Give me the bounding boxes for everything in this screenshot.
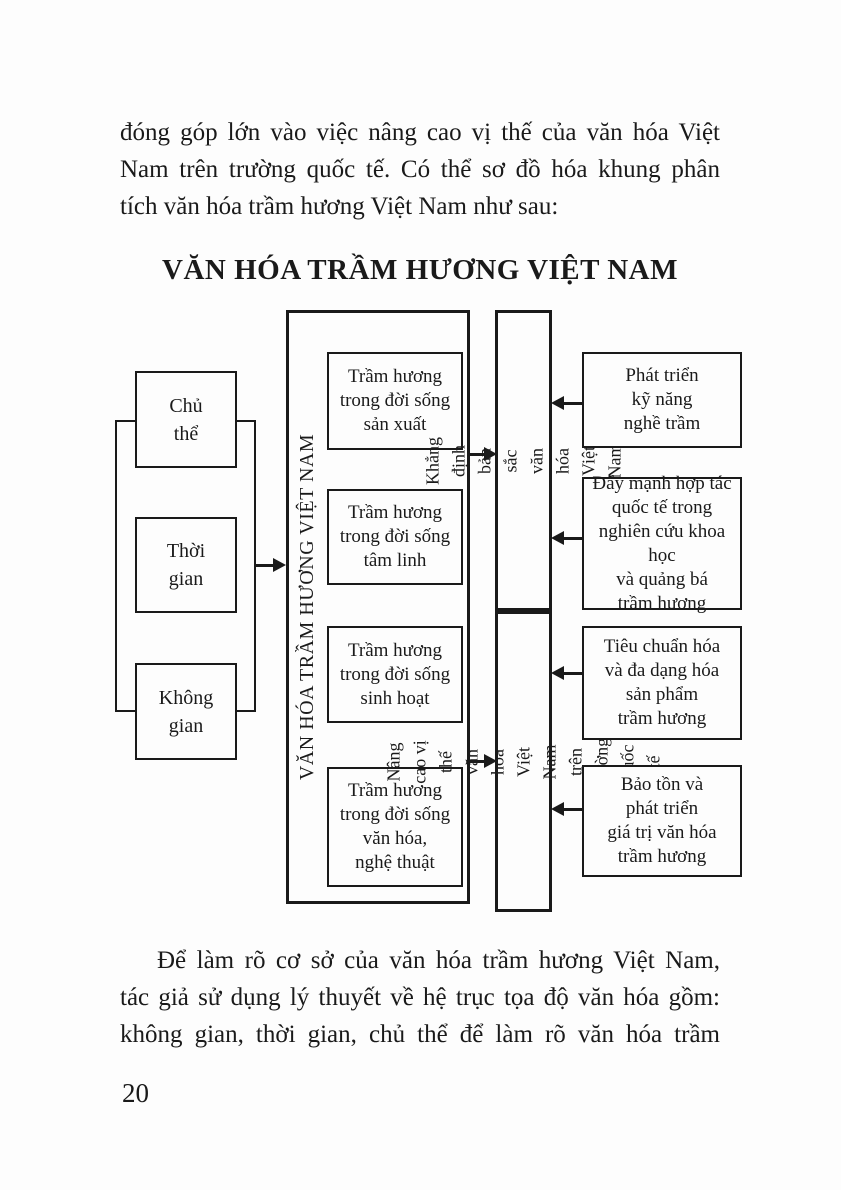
page-number: 20 xyxy=(122,1078,149,1108)
input-box-khong-gian: Không gian xyxy=(135,663,237,760)
arrow-shaft xyxy=(562,672,582,675)
paragraph-line: Để làm rõ cơ sở của văn hóa trầm hương V… xyxy=(157,947,720,974)
outcome-box-ban-sac: Khẳng định bản sắc văn hóa Việt Nam xyxy=(423,310,625,611)
aspect-box-tam-linh: Trầm hương trong đời sống tâm linh xyxy=(327,489,463,585)
aspect-box-van-hoa-nghe-thuat: Trầm hương trong đời sống văn hóa, nghệ … xyxy=(327,767,463,887)
input-box-thoi-gian: Thời gian xyxy=(135,517,237,613)
arrow-shaft xyxy=(562,537,582,540)
arrow-measure-1-to-outcome-1 xyxy=(551,395,582,411)
arrow-measure-4-to-outcome-2 xyxy=(551,801,582,817)
paragraph-line: Nam trên trường quốc tế. Có thể sơ đồ hó… xyxy=(120,156,720,183)
core-label-vertical: VĂN HÓA TRẦM HƯƠNG VIỆT NAM xyxy=(286,310,328,904)
paragraph-line: tác giả sử dụng lý thuyết về hệ trục tọa… xyxy=(120,984,720,1011)
arrow-measure-3-to-outcome-2 xyxy=(551,665,582,681)
arrow-head-icon xyxy=(551,531,564,545)
arrow-core-to-outcome-2 xyxy=(468,753,497,769)
measure-box-ky-nang: Phát triển kỹ năng nghề trầm xyxy=(582,352,742,448)
core-label-text: VĂN HÓA TRẦM HƯƠNG VIỆT NAM xyxy=(296,433,319,781)
measure-box-hop-tac: Đẩy mạnh hợp tác quốc tế trong nghiên cứ… xyxy=(582,473,742,614)
measure-box-bao-ton: Bảo tồn và phát triển giá trị văn hóa tr… xyxy=(582,765,742,877)
arrow-inputs-to-core xyxy=(255,557,286,573)
arrow-shaft xyxy=(468,760,486,763)
input-box-chu-the: Chủ thể xyxy=(135,371,237,468)
arrow-shaft xyxy=(255,564,275,567)
arrow-head-icon xyxy=(551,802,564,816)
arrow-head-icon xyxy=(484,754,497,768)
paragraph-line: đóng góp lớn vào việc nâng cao vị thế củ… xyxy=(120,119,720,146)
paragraph-line: không gian, thời gian, chủ thể để làm rõ… xyxy=(120,1021,720,1048)
top-paragraph: đóng góp lớn vào việc nâng cao vị thế củ… xyxy=(120,114,720,225)
arrow-shaft xyxy=(562,402,582,405)
paragraph-line: tích văn hóa trầm hương Việt Nam như sau… xyxy=(120,193,559,220)
bottom-paragraph: Để làm rõ cơ sở của văn hóa trầm hương V… xyxy=(120,942,720,1053)
arrow-shaft xyxy=(468,453,486,456)
arrow-head-icon xyxy=(551,396,564,410)
arrow-core-to-outcome-1 xyxy=(468,446,497,462)
aspect-box-san-xuat: Trầm hương trong đời sống sản xuất xyxy=(327,352,463,450)
arrow-shaft xyxy=(562,808,582,811)
measure-box-tieu-chuan: Tiêu chuẩn hóa và đa dạng hóa sản phẩm t… xyxy=(582,626,742,740)
outcome-box-vi-the: Nâng cao vị thế văn hóa Việt Nam trên tr… xyxy=(384,611,664,912)
arrow-head-icon xyxy=(484,447,497,461)
arrow-measure-2-to-outcome-1 xyxy=(551,530,582,546)
arrow-head-icon xyxy=(551,666,564,680)
arrow-head-icon xyxy=(273,558,286,572)
aspect-box-sinh-hoat: Trầm hương trong đời sống sinh hoạt xyxy=(327,626,463,723)
diagram-title: VĂN HÓA TRẦM HƯƠNG VIỆT NAM xyxy=(162,254,678,286)
